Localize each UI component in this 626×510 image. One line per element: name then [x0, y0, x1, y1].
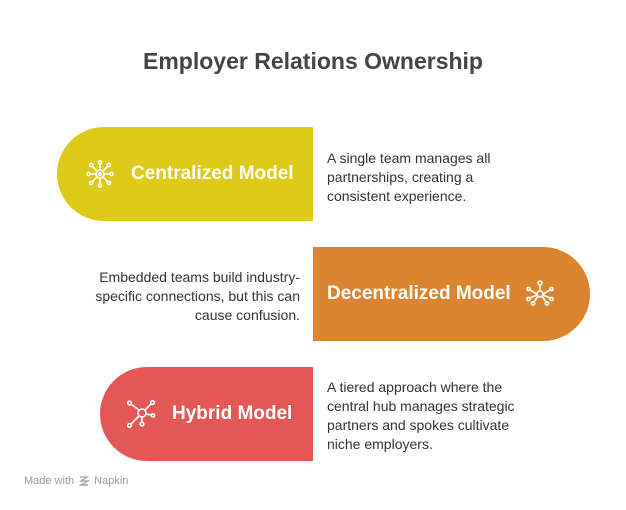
centralized-model-block: Centralized Model — [57, 127, 313, 221]
hybrid-model-block: Hybrid Model — [100, 367, 313, 461]
decentralized-model-description: Embedded teams build industry-specific c… — [95, 269, 300, 323]
centralized-model-description: A single team manages all partnerships, … — [327, 150, 491, 204]
decentralized-model-label: Decentralized Model — [327, 283, 511, 304]
decentralized-model-block: Decentralized Model — [313, 247, 590, 341]
hybrid-model-label: Hybrid Model — [172, 403, 293, 424]
centralized-model-label: Centralized Model — [131, 163, 294, 184]
page-title: Employer Relations Ownership — [143, 48, 483, 74]
made-with-text: Made with — [24, 475, 75, 487]
hybrid-model-description: A tiered approach where the central hub … — [327, 379, 515, 452]
napkin-logo-icon — [78, 476, 91, 486]
hub-spoke-icon — [126, 399, 156, 429]
network-nodes-icon — [525, 280, 554, 306]
napkin-brand-text: Napkin — [94, 475, 129, 487]
hub-gear-icon — [86, 160, 114, 188]
napkin-watermark: Made with Napkin — [24, 475, 128, 487]
